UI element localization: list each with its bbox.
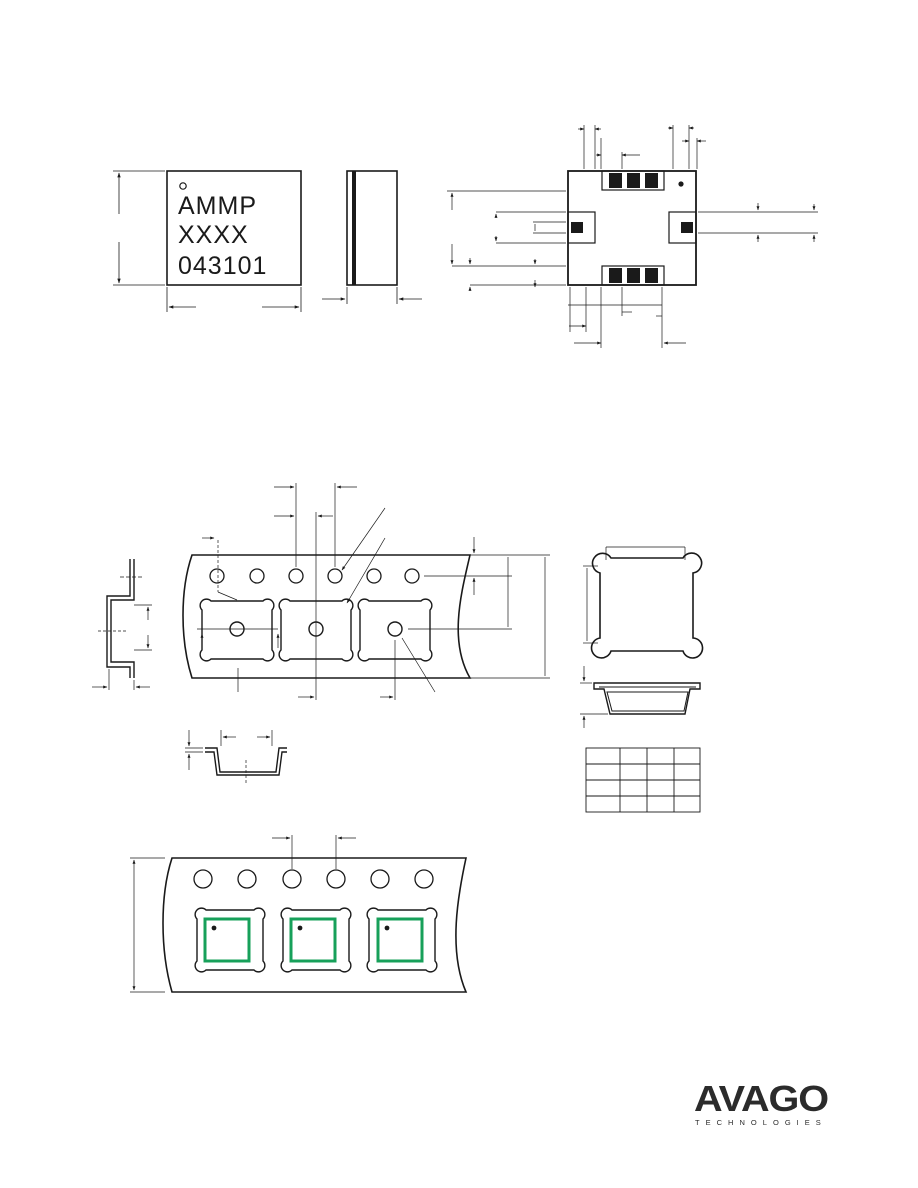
marking-line-3: 043101 xyxy=(178,252,267,280)
package-bottom-view xyxy=(447,125,818,348)
logo-name: AVAGO xyxy=(694,1078,828,1119)
tape-side-section xyxy=(92,559,152,690)
marking-line-1: AMMP xyxy=(178,192,257,220)
tape-cross-section xyxy=(185,730,287,783)
package-top-view: AMMP XXXX 043101 xyxy=(113,170,302,312)
component-outline xyxy=(203,917,424,963)
loaded-tape-view xyxy=(130,835,468,993)
marking-line-2: XXXX xyxy=(178,221,249,249)
pocket-detail xyxy=(580,546,704,813)
logo-tagline: TECHNOLOGIES xyxy=(695,1118,828,1127)
package-side-view xyxy=(322,170,422,304)
dimension-table xyxy=(585,747,701,813)
carrier-tape-top-view xyxy=(182,483,550,700)
avago-logo: AVAGO TECHNOLOGIES xyxy=(694,1078,829,1127)
